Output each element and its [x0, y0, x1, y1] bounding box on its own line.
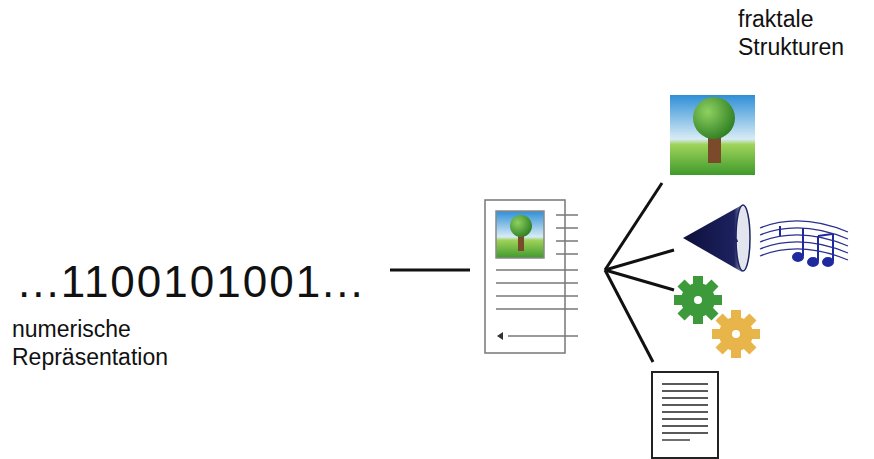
document-icon — [485, 200, 578, 353]
tree-picture — [670, 95, 755, 175]
gears-icon — [674, 276, 760, 358]
connector-lines — [390, 183, 674, 362]
fractal-label: fraktale Strukturen — [738, 6, 868, 61]
binary-string: ...1100101001... — [18, 256, 388, 309]
text-document-icon — [652, 372, 718, 458]
speaker-icon — [683, 205, 848, 272]
representation-label: numerische Repräsentation — [12, 316, 212, 371]
